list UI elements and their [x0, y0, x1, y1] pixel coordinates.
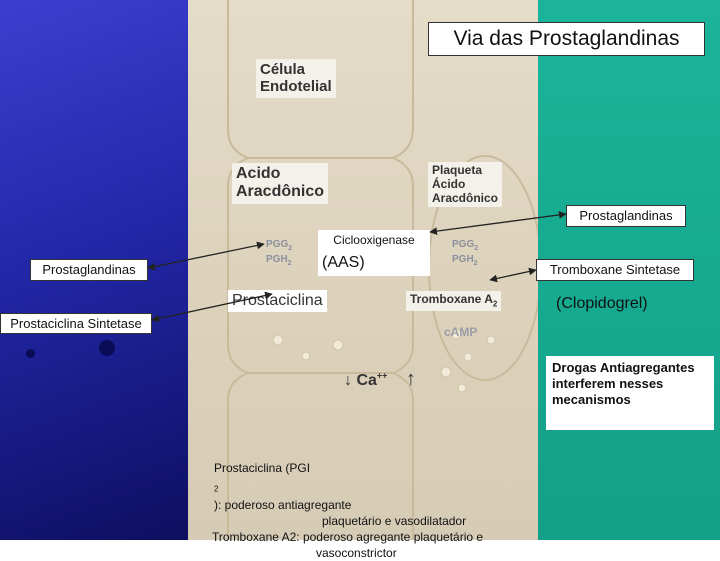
drogas-antiagregantes-box: Drogas Antiagregantes interferem nesses … [546, 356, 714, 430]
pgh-label: PGH2 [266, 253, 292, 268]
tromboxane-text: Tromboxane A [410, 292, 493, 306]
arrow-tromboxane-sintetase [489, 267, 537, 283]
caption-line-1: Prostaciclina (PGI 2 ): poderoso antiagreg… [206, 460, 536, 513]
pgg-subscript: 2 [288, 245, 293, 252]
calcium-label: ↓ Ca++ ↑ [344, 368, 416, 391]
caption-line-2: plaquetário e vasodilatador [322, 514, 467, 529]
pgg-label: PGG2 [266, 238, 292, 253]
platelet-label-line: Aracdônico [432, 190, 499, 205]
arrow-prostaciclina-sintetase [151, 291, 273, 323]
caption-text-part: Prostaciclina (PGI [214, 461, 311, 475]
ciclooxigenase-box: Ciclooxigenase [318, 230, 430, 252]
tromboxane-label: Tromboxane A2 [406, 291, 502, 311]
arachidonic-label-line: Acido [236, 165, 281, 182]
platelet-label: Plaqueta Ácido Aracdônico [428, 162, 503, 208]
diagram-title: Via das Prostaglandinas [428, 22, 705, 56]
endothelial-label-line: Célula [260, 61, 306, 78]
pgh-label: PGH2 [452, 253, 478, 268]
clopidogrel-label: (Clopidogrel) [556, 295, 648, 312]
pgg-text: PGG [266, 239, 289, 250]
tromboxane-subscript: 2 [492, 299, 498, 309]
caption-line-4: vasoconstrictor [316, 546, 397, 561]
platelet-label-line: Plaqueta [432, 163, 483, 177]
drogas-line: interferem nesses [552, 376, 664, 391]
tromboxane-sintetase-box: Tromboxane Sintetase [536, 259, 694, 281]
drogas-line: Drogas Antiagregantes [552, 360, 695, 375]
endothelial-label-line: Endotelial [260, 78, 332, 96]
platelet-label-line: Ácido [432, 176, 466, 191]
arrow-prostaglandinas-right [429, 211, 567, 235]
decorative-dot [99, 340, 115, 356]
prostaglandinas-left-box: Prostaglandinas [30, 259, 148, 281]
prostaglandinas-right-box: Prostaglandinas [566, 205, 686, 227]
arachidonic-label-line: Aracdônico [236, 183, 325, 201]
pgg-subscript: 2 [474, 245, 479, 252]
prostaciclina-sintetase-box: Prostaciclina Sintetase [0, 313, 152, 334]
connector-arrows [147, 211, 567, 323]
pgg-label: PGG2 [452, 238, 478, 253]
pgh-text: PGH [452, 254, 474, 266]
aas-box: (AAS) [318, 252, 430, 276]
calcium-up-arrow: ↑ [405, 368, 416, 390]
decorative-dot [26, 349, 35, 358]
pgg-pgh-right: PGG2 PGH2 [452, 238, 478, 269]
pgg-pgh-left: PGG2 PGH2 [266, 238, 292, 269]
calcium-superscript: ++ [376, 370, 388, 381]
camp-label: cAMP [444, 325, 478, 339]
pgg-text: PGG [452, 239, 475, 250]
arachidonic-acid-label: Acido Aracdônico [232, 163, 329, 204]
drogas-line: mecanismos [552, 392, 631, 407]
caption-subscript: 2 [214, 484, 219, 494]
pgh-subscript: 2 [287, 260, 292, 268]
endothelial-cell-label: Célula Endotelial [256, 59, 336, 98]
pgh-text: PGH [266, 254, 288, 266]
pgh-subscript: 2 [473, 260, 478, 268]
caption-text-part: ): poderoso antiagregante [214, 498, 352, 513]
arrow-prostaglandinas-left [147, 241, 265, 271]
calcium-text: ↓ Ca [344, 372, 377, 389]
